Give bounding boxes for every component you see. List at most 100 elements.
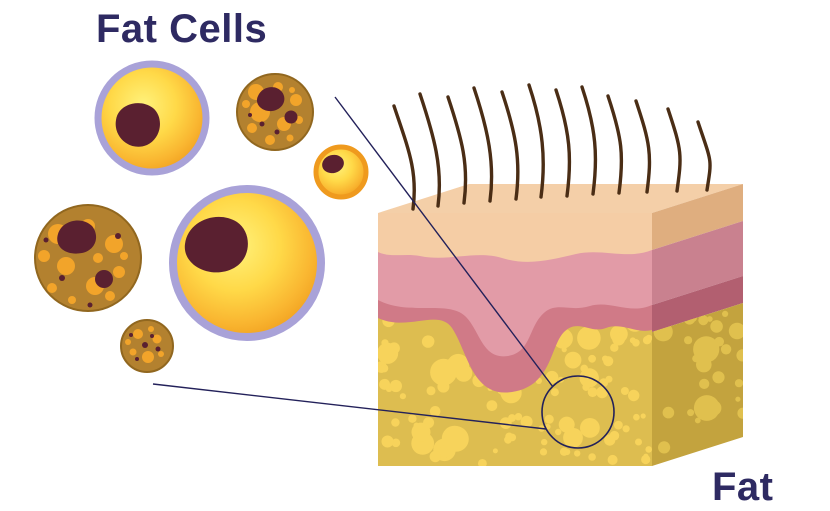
fat-bubble [391, 418, 400, 427]
fat-bubble [612, 332, 625, 346]
fat-bubble [391, 438, 401, 448]
fat-bubble [541, 438, 548, 446]
fat-bubble [588, 354, 596, 363]
fat-bubble [635, 438, 642, 446]
cell-nucleus [115, 103, 160, 147]
fat-bubble [734, 379, 743, 388]
fat-bubble [544, 414, 554, 424]
title-fat-cells: Fat Cells [96, 7, 267, 51]
fat-bubble [563, 417, 571, 424]
fat-bubble [645, 446, 652, 453]
fat-bubble [381, 339, 389, 347]
fat-bubble [545, 370, 559, 384]
fat-bubble [693, 395, 720, 421]
skin-side-dermis-rose [652, 276, 743, 332]
fat-bubble [520, 415, 533, 428]
fat-bubble [720, 344, 732, 355]
hair-strand [418, 92, 442, 208]
fat-bubble [378, 342, 399, 364]
dark-specks [129, 333, 161, 361]
fat-bubble [614, 420, 623, 430]
fat-cell-yellow-large-1 [94, 60, 210, 176]
fat-bubble [429, 406, 441, 417]
fat-bubble [658, 441, 671, 454]
fat-bubble [603, 356, 614, 367]
fat-bubble [508, 414, 516, 422]
fat-bubble [455, 364, 473, 382]
fat-bubble [561, 347, 567, 353]
fat-bubble [687, 409, 695, 417]
fat-bubble [580, 418, 600, 438]
adipocyte-brown-1 [236, 73, 314, 151]
fat-bubble [411, 422, 431, 442]
fat-bubble [662, 406, 675, 419]
lipid-droplets [125, 326, 164, 363]
skin-side-epidermis [652, 184, 743, 250]
skin-front-face [378, 213, 652, 466]
hair-strand [446, 95, 468, 205]
skin-front-epidermis [378, 213, 652, 262]
fat-bubble [588, 453, 596, 461]
skin-side-dermis-pink [652, 221, 743, 305]
fat-bubble [605, 375, 613, 383]
fat-bubble [628, 389, 640, 402]
fat-bubble [563, 448, 571, 456]
fat-bubble [620, 387, 629, 395]
fat-bubble [735, 396, 741, 402]
fat-bubble [710, 320, 723, 333]
fat-bubble [706, 316, 713, 322]
fat-bubble [426, 386, 436, 396]
fat-bubble [408, 414, 417, 423]
fat-bubble [693, 336, 720, 363]
fat-bubble [607, 454, 618, 465]
fat-bubble [736, 349, 743, 362]
hair-strand [580, 85, 598, 196]
fat-bubble [563, 427, 583, 448]
fat-bubble [381, 435, 394, 448]
hair-strand [500, 90, 520, 201]
hair-strand [606, 94, 624, 195]
fat-bubble [539, 448, 548, 456]
fat-bubble [379, 378, 391, 390]
fat-bubble [587, 387, 598, 398]
fat-bubble [514, 413, 523, 421]
fat-bubble [596, 386, 608, 399]
cell-membrane [313, 144, 369, 200]
cell-nucleus [184, 216, 248, 273]
fat-bubble [699, 378, 710, 389]
fat-bubble [694, 417, 701, 424]
fat-bubble [632, 339, 640, 347]
hair-strand [527, 83, 545, 199]
fat-bubble [574, 450, 581, 457]
cell-nucleus [57, 220, 97, 254]
adipocyte-brown-small [120, 319, 174, 373]
fat-bubble [717, 444, 730, 458]
fat-bubble [478, 459, 487, 466]
fat-bubble [633, 413, 640, 421]
fat-bubble [550, 388, 559, 397]
fat-bubble [622, 425, 630, 433]
fat-bubble [441, 425, 468, 452]
cell-nucleus [256, 87, 285, 112]
hair-strands [392, 83, 712, 211]
dark-specks [248, 110, 298, 135]
magnifier-group [152, 96, 615, 449]
fat-bubble [492, 448, 498, 454]
fat-bubble [643, 453, 649, 459]
fat-bubble [389, 379, 402, 393]
label-fat: Fat [712, 465, 774, 509]
skin-side-face [652, 184, 743, 466]
hair-strand [472, 86, 494, 203]
magnifier-circle [541, 375, 615, 449]
fat-bubble [610, 343, 619, 352]
fat-bubble [684, 336, 693, 345]
fat-bubble [577, 326, 601, 350]
dark-specks [43, 233, 121, 308]
fat-bubble [640, 413, 646, 419]
fat-bubble [604, 434, 616, 446]
fat-bubble [430, 358, 457, 386]
hair-strand [554, 88, 572, 198]
fat-cell-yellow-large-2 [169, 185, 325, 341]
fat-bubble [424, 335, 435, 347]
